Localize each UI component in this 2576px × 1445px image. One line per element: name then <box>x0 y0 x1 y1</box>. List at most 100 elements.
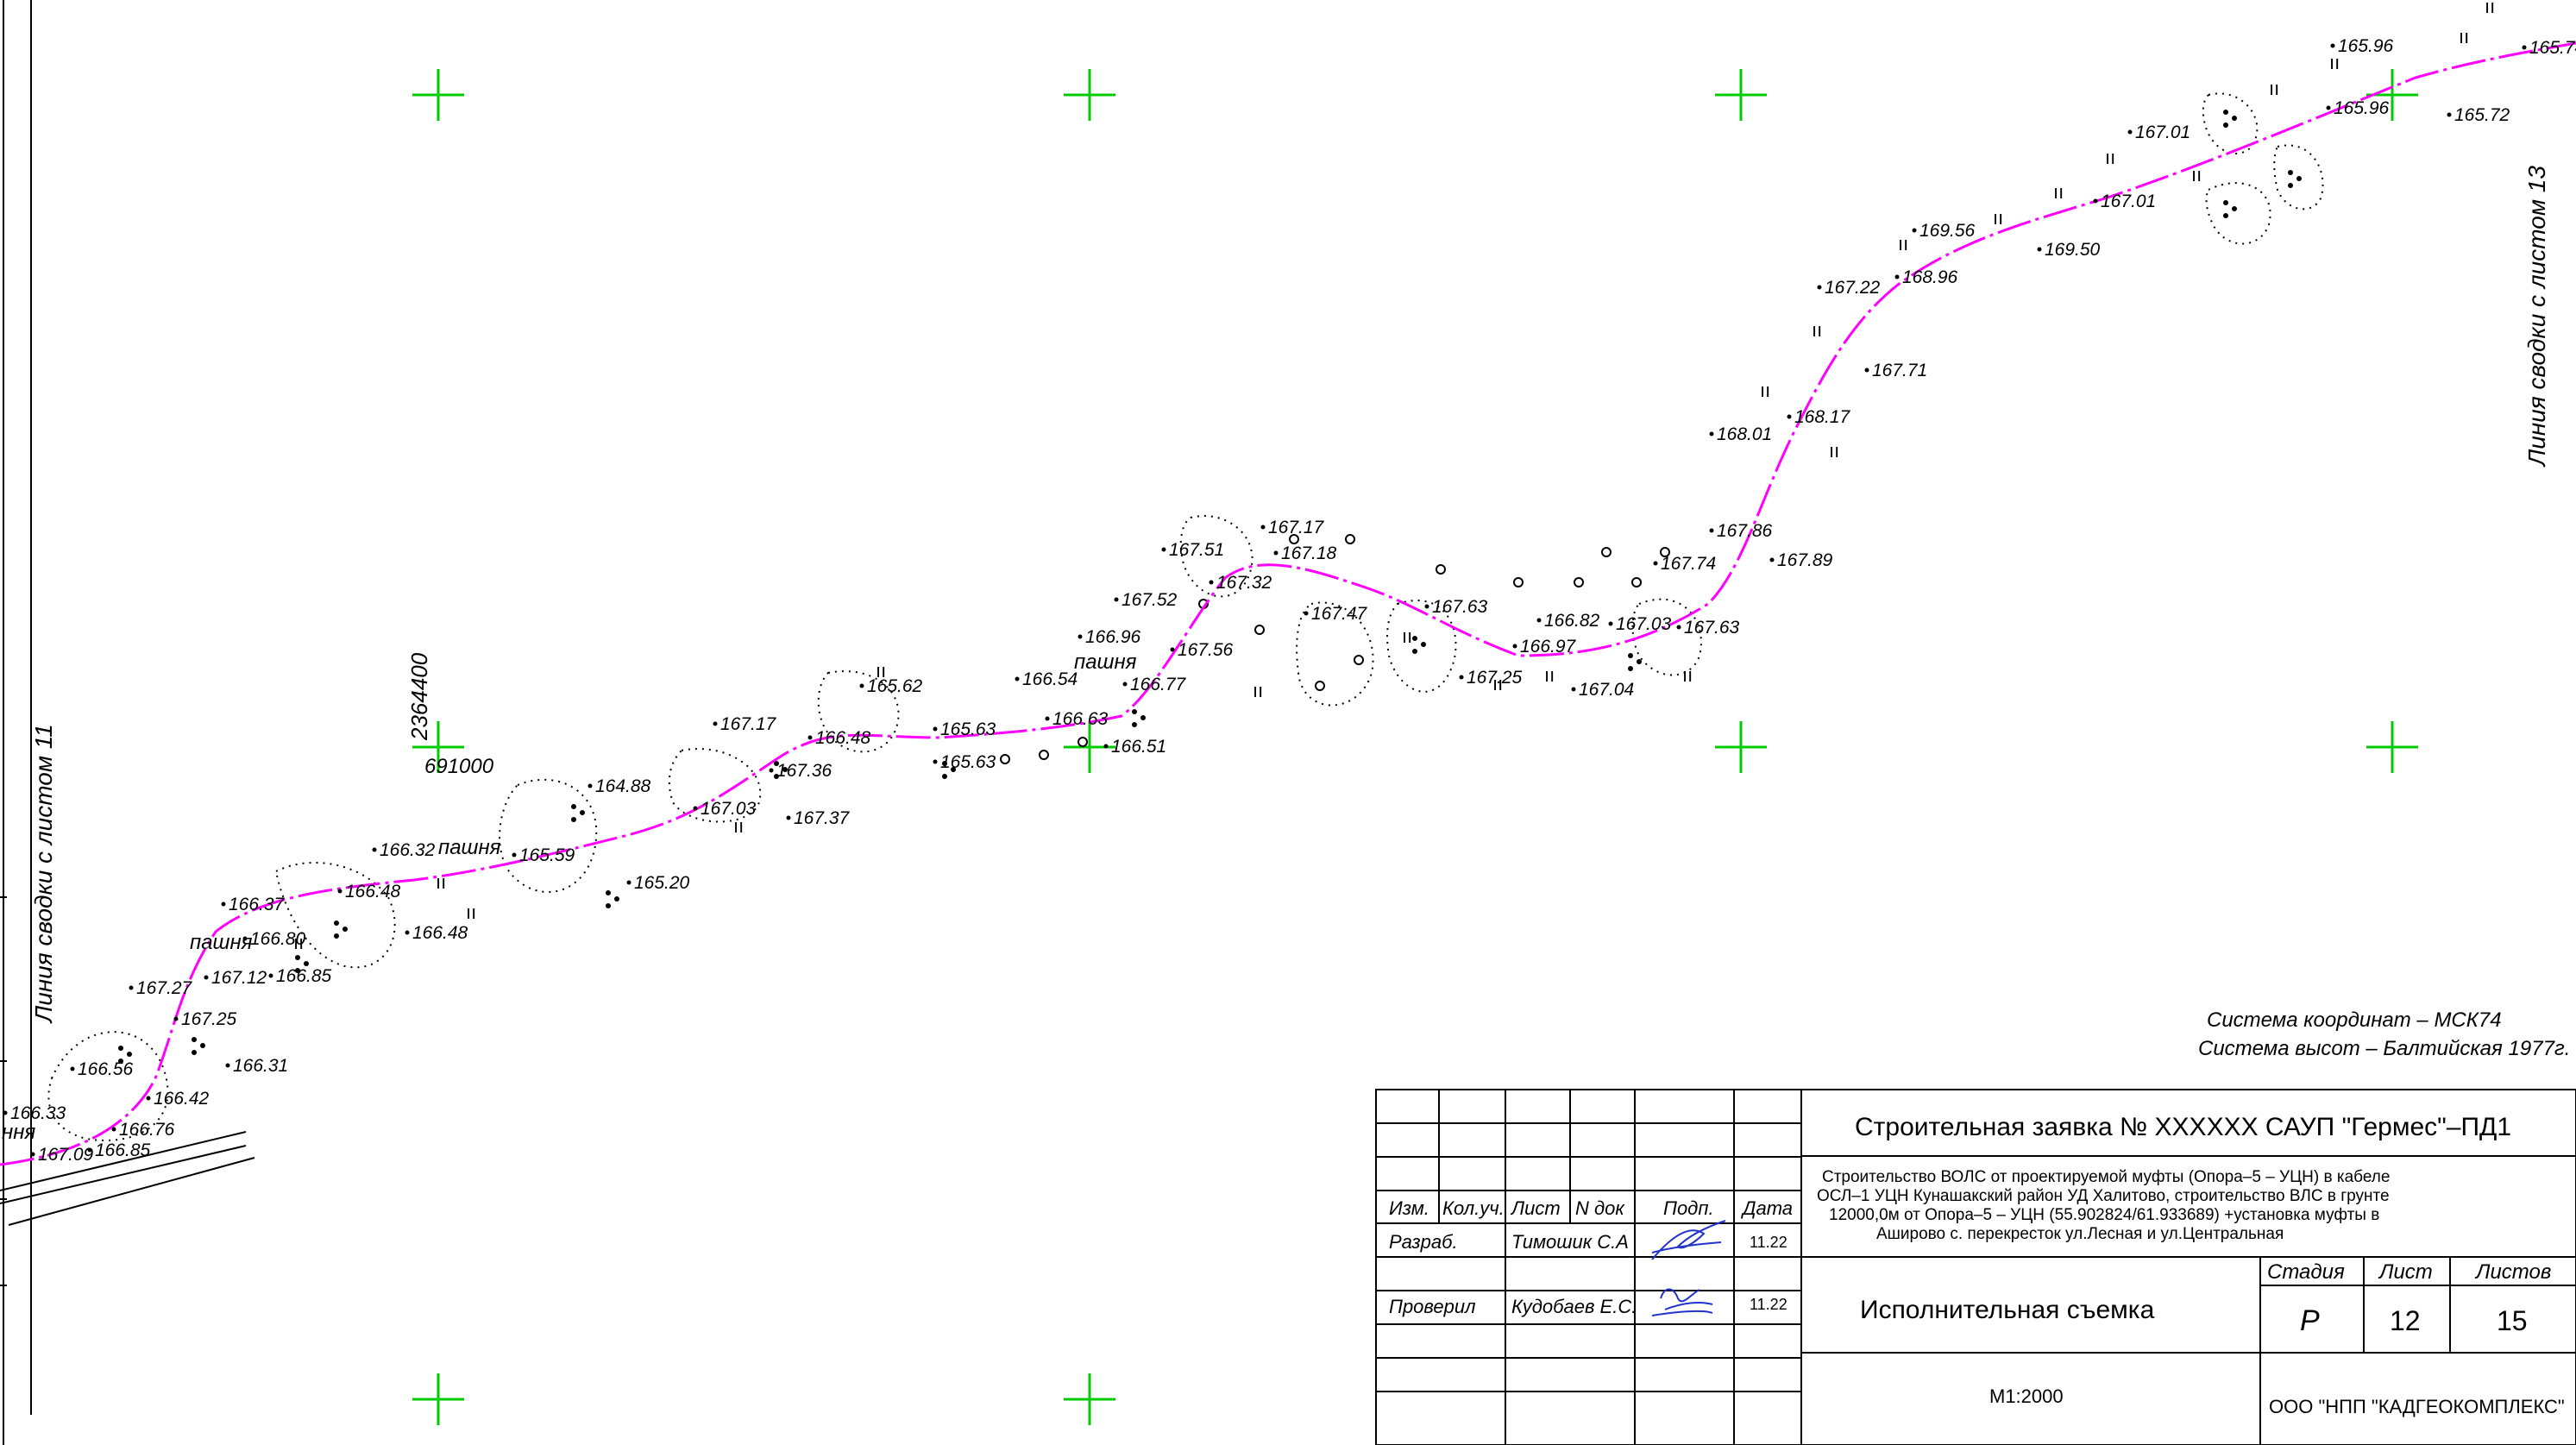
shrub-circle <box>1574 577 1584 587</box>
coordinate-label-vertical: 2364400 <box>406 652 432 741</box>
elevation-label: 166.31 <box>233 1056 288 1076</box>
elevation-point: 166.56 <box>70 1059 134 1079</box>
elevation-dot <box>225 1063 230 1068</box>
elevation-point: 165.96 <box>2326 98 2390 118</box>
elevation-label: 166.32 <box>380 840 436 860</box>
sheets-label: Листов <box>2474 1260 2551 1284</box>
elevation-label: 165.63 <box>940 752 996 772</box>
elevation-dot <box>693 806 698 811</box>
grass-mark: ıı <box>2105 147 2115 168</box>
elevation-point: 166.32 <box>372 840 436 860</box>
elevation-dot <box>372 847 377 852</box>
shrub-circle <box>1254 625 1265 635</box>
sheets-value: 15 <box>2497 1305 2528 1336</box>
elevation-dot <box>242 936 248 941</box>
elevation-dot <box>933 726 938 732</box>
land-label-partial: ння <box>2 1121 35 1144</box>
shrub-circle <box>1436 564 1446 575</box>
grass-mark: ıı <box>733 815 744 837</box>
match-line-right-label: Линия сводки с листом 13 <box>2523 166 2550 468</box>
tree-clusters <box>118 110 2302 1064</box>
elevation-point: 167.32 <box>1209 573 1272 593</box>
elevation-label: 166.85 <box>276 966 332 986</box>
elevation-dot <box>1676 625 1681 630</box>
elevation-label: 167.89 <box>1777 550 1833 570</box>
shrub-circle <box>1078 737 1088 747</box>
elevation-point: 166.48 <box>807 728 871 748</box>
elevation-label: 167.71 <box>1872 361 1927 380</box>
elevation-point: 167.86 <box>1709 521 1773 541</box>
elevation-point: 167.03 <box>1608 614 1672 634</box>
coordinate-system-note: Система координат – МСК74 <box>2207 1008 2502 1032</box>
signature-checker <box>1651 1288 1713 1316</box>
grass-mark: ıı <box>1492 673 1503 694</box>
height-system-note: Система высот – Балтийская 1977г. <box>2198 1037 2570 1060</box>
header-podp: Подп. <box>1663 1197 1714 1219</box>
elevation-dot <box>2037 247 2042 252</box>
elevation-dot <box>2522 45 2527 50</box>
elevation-dot <box>2093 198 2098 204</box>
drawing-title: Исполнительная съемка <box>1860 1296 2155 1324</box>
signature-developer <box>1651 1220 1726 1260</box>
elevation-dot <box>1864 368 1869 373</box>
elevation-point: 166.33 <box>3 1103 66 1123</box>
sheet-label: Лист <box>2378 1260 2433 1284</box>
header-izm: Изм. <box>1389 1197 1429 1219</box>
elevation-dot <box>1122 682 1128 687</box>
elevation-point: 169.50 <box>2037 240 2101 260</box>
elevation-dot <box>786 815 791 820</box>
elevation-point: 167.27 <box>129 978 193 998</box>
grass-mark: ıı <box>1812 319 1822 341</box>
grass-mark: ıı <box>2329 52 2340 73</box>
tree-cluster <box>1412 636 1426 654</box>
elevation-point: 167.37 <box>786 808 851 828</box>
elevation-point: 167.25 <box>1459 668 1523 688</box>
elevation-label: 166.97 <box>1520 637 1577 657</box>
elevation-dot <box>1769 557 1775 562</box>
shrub-circle <box>1354 655 1364 665</box>
elevation-point: 167.51 <box>1161 540 1224 560</box>
grid-cross <box>412 69 464 121</box>
elevation-dot <box>1571 687 1576 692</box>
elevation-point: 167.04 <box>1571 680 1634 700</box>
elevation-label: 167.03 <box>701 799 757 819</box>
elevation-label: 167.27 <box>136 978 193 998</box>
elevation-label: 167.01 <box>2101 192 2156 211</box>
elevation-point: 166.80 <box>242 929 306 949</box>
grass-mark: ıı <box>293 932 304 953</box>
checker-row: Проверил Кудобаев Е.С. 11.22 <box>1389 1288 1787 1317</box>
elevation-dot <box>30 1152 35 1157</box>
elevation-label: 166.77 <box>1130 675 1187 694</box>
organization-name: ООО "НПП "КАДГЕОКОМПЛЕКС" <box>2269 1396 2565 1417</box>
elevation-label: 167.37 <box>794 808 851 828</box>
elevation-dot <box>129 985 134 990</box>
grass-mark: ıı <box>876 660 886 682</box>
stage-value: Р <box>2300 1304 2320 1337</box>
date-developer: 11.22 <box>1750 1234 1787 1251</box>
elevation-label: 168.17 <box>1794 407 1851 427</box>
elevation-label: 166.51 <box>1111 737 1166 757</box>
elevation-point: 166.54 <box>1015 669 1078 689</box>
elevation-point: 166.51 <box>1103 737 1166 757</box>
elevation-label: 167.51 <box>1169 540 1224 560</box>
elevation-label: 165.20 <box>634 873 690 893</box>
project-description: Строительство ВОЛС от проектируемой муфт… <box>1817 1168 2390 1243</box>
elevation-dot <box>268 973 273 978</box>
grid-cross <box>412 721 464 773</box>
tree-cluster <box>2288 170 2302 188</box>
elevation-label: 166.48 <box>345 882 401 902</box>
elevation-label: 167.25 <box>181 1009 237 1029</box>
header-list: Лист <box>1510 1197 1561 1219</box>
elevation-point: 167.01 <box>2127 123 2190 142</box>
elevation-dot <box>1260 525 1266 530</box>
tree-cluster <box>571 804 585 822</box>
role-checker: Проверил <box>1389 1296 1476 1317</box>
grass-symbols: ıı ıı ıı ıı ıı ıı ıı ıı ıı ıı ıı ıı ıı ı… <box>293 0 2495 953</box>
elevation-dot <box>1015 676 1020 682</box>
elevation-label: 164.88 <box>595 776 651 796</box>
boundary <box>2205 182 2271 245</box>
name-checker: Кудобаев Е.С. <box>1511 1296 1637 1317</box>
elevation-label: 169.56 <box>1919 221 1976 241</box>
elevation-dot <box>87 1147 92 1153</box>
